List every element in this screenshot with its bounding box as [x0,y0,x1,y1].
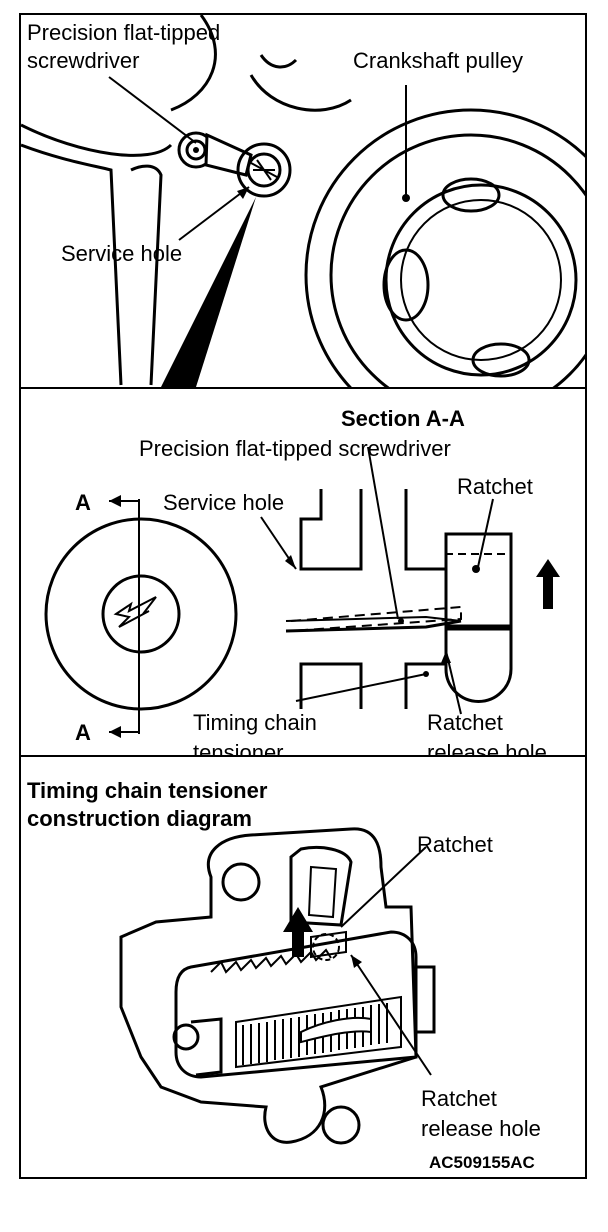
service-hole-illustration [21,15,585,387]
release-hole-label-line2: release hole [427,740,547,757]
screwdriver-label-line1: Precision flat-tipped [27,20,221,45]
section-title: Section A-A [341,406,465,431]
section-ratchet-label: Ratchet [457,474,533,499]
section-marker-a-top: A [75,490,91,515]
tensioner-construction-illustration [119,827,436,1145]
construction-title-line2: construction diagram [27,806,252,831]
construction-release-hole-label-line1: Ratchet [421,1086,497,1111]
construction-title-line1: Timing chain tensioner [27,778,268,803]
screwdriver-label-line2: screwdriver [27,48,140,73]
section-screwdriver-label: Precision flat-tipped screwdriver [139,436,451,461]
release-hole-label-line1: Ratchet [427,710,503,735]
tensioner-label-line2: tensioner [193,740,284,757]
crankshaft-pulley-label: Crankshaft pulley [353,48,523,73]
service-hole-label: Service hole [61,241,183,266]
section-a-a-illustration [44,446,560,738]
construction-release-hole-label-line2: release hole [421,1116,541,1141]
tensioner-label-line1: Timing chain [193,710,317,735]
construction-ratchet-label: Ratchet [417,832,493,857]
panel-section-a-a: Section A-A Precision flat-tipped screwd… [21,389,585,757]
figure-code: AC509155AC [429,1153,535,1172]
section-service-hole-label: Service hole [163,490,285,515]
section-marker-a-bottom: A [75,720,91,745]
panel-construction-diagram: Timing chain tensioner construction diag… [21,757,585,1177]
panel-service-hole-view: Precision flat-tipped screwdriver Cranks… [21,15,585,389]
figure-frame: Precision flat-tipped screwdriver Cranks… [19,13,587,1179]
